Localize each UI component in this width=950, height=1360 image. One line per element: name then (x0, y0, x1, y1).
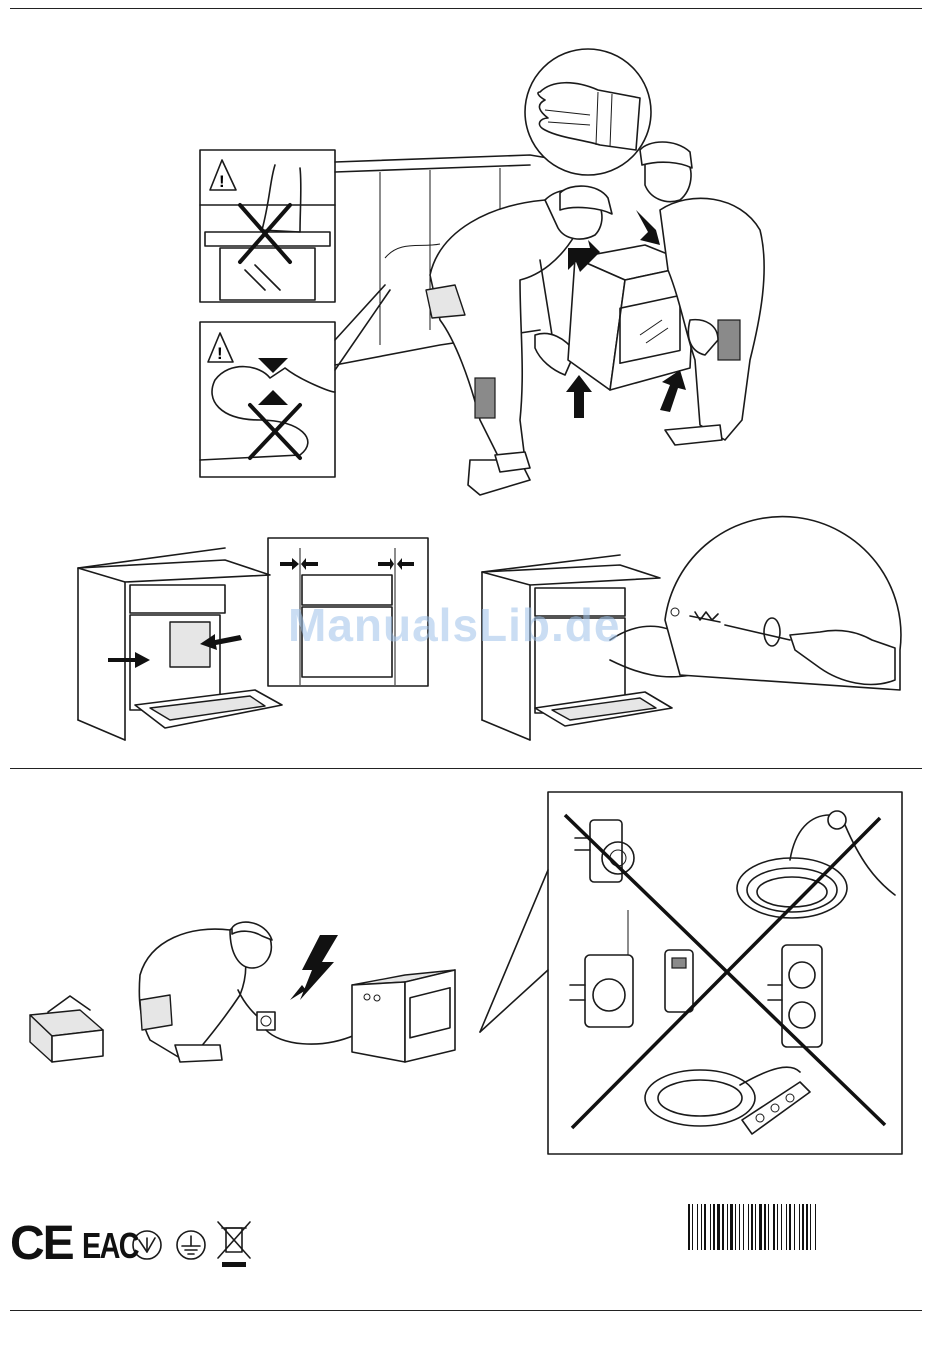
watermark-text: ManualsLib.de (288, 598, 620, 652)
oven-standalone (352, 970, 455, 1062)
barcode-bar (727, 1204, 728, 1250)
protective-glove-icon (525, 49, 651, 175)
barcode-bar (704, 1204, 706, 1250)
svg-text:!: ! (217, 344, 223, 363)
svg-text:!: ! (219, 172, 225, 191)
power-cable (266, 1030, 355, 1044)
barcode-bar (722, 1204, 724, 1250)
barcode-bar (710, 1204, 711, 1250)
prohibited-cross-icon (250, 405, 300, 458)
wall-socket (257, 1012, 275, 1030)
barcode-bar (717, 1204, 720, 1250)
barcode-bar (768, 1204, 769, 1250)
barcode-bar (781, 1204, 782, 1250)
barcode-bar (751, 1204, 753, 1250)
barcode-bar (777, 1204, 778, 1250)
barcode-bar (773, 1204, 775, 1250)
barcode-bar (759, 1204, 762, 1250)
barcode-bar (789, 1204, 791, 1250)
barcode-bar (815, 1204, 816, 1250)
barcode-bar (730, 1204, 733, 1250)
ce-mark: CE (10, 1220, 73, 1268)
barcode-bar (688, 1204, 690, 1250)
barcode-bar (806, 1204, 808, 1250)
electrician-worker (139, 922, 272, 1062)
barcode-bar (713, 1204, 715, 1250)
weee-crossed-bin-icon (218, 1222, 250, 1267)
barcode-bar (810, 1204, 811, 1250)
barcode-bar (743, 1204, 744, 1250)
barcode-bar (697, 1204, 698, 1250)
barcode-bar (786, 1204, 787, 1250)
barcode-bar (794, 1204, 795, 1250)
barcode-bar (755, 1204, 756, 1250)
barcode-bar (739, 1204, 740, 1250)
cabinet-with-open-oven (78, 548, 282, 740)
barcode-bar (764, 1204, 766, 1250)
barcode-bar (748, 1204, 749, 1250)
eac-mark: EAC (82, 1226, 138, 1266)
barcode (688, 1204, 816, 1250)
barcode-bar (799, 1204, 800, 1250)
electric-hazard-icon (300, 935, 338, 1000)
barcode-bar (692, 1204, 693, 1250)
earth-ground-icon (177, 1231, 205, 1259)
certification-marks (133, 1222, 250, 1267)
barcode-bar (802, 1204, 804, 1250)
warning-panel-handle: ! (200, 150, 335, 302)
prohibited-adapters-panel (480, 792, 902, 1154)
barcode-bar (735, 1204, 736, 1250)
barcode-bar (701, 1204, 702, 1250)
toolbox (30, 996, 103, 1062)
warning-panel-cable: ! (200, 285, 390, 477)
